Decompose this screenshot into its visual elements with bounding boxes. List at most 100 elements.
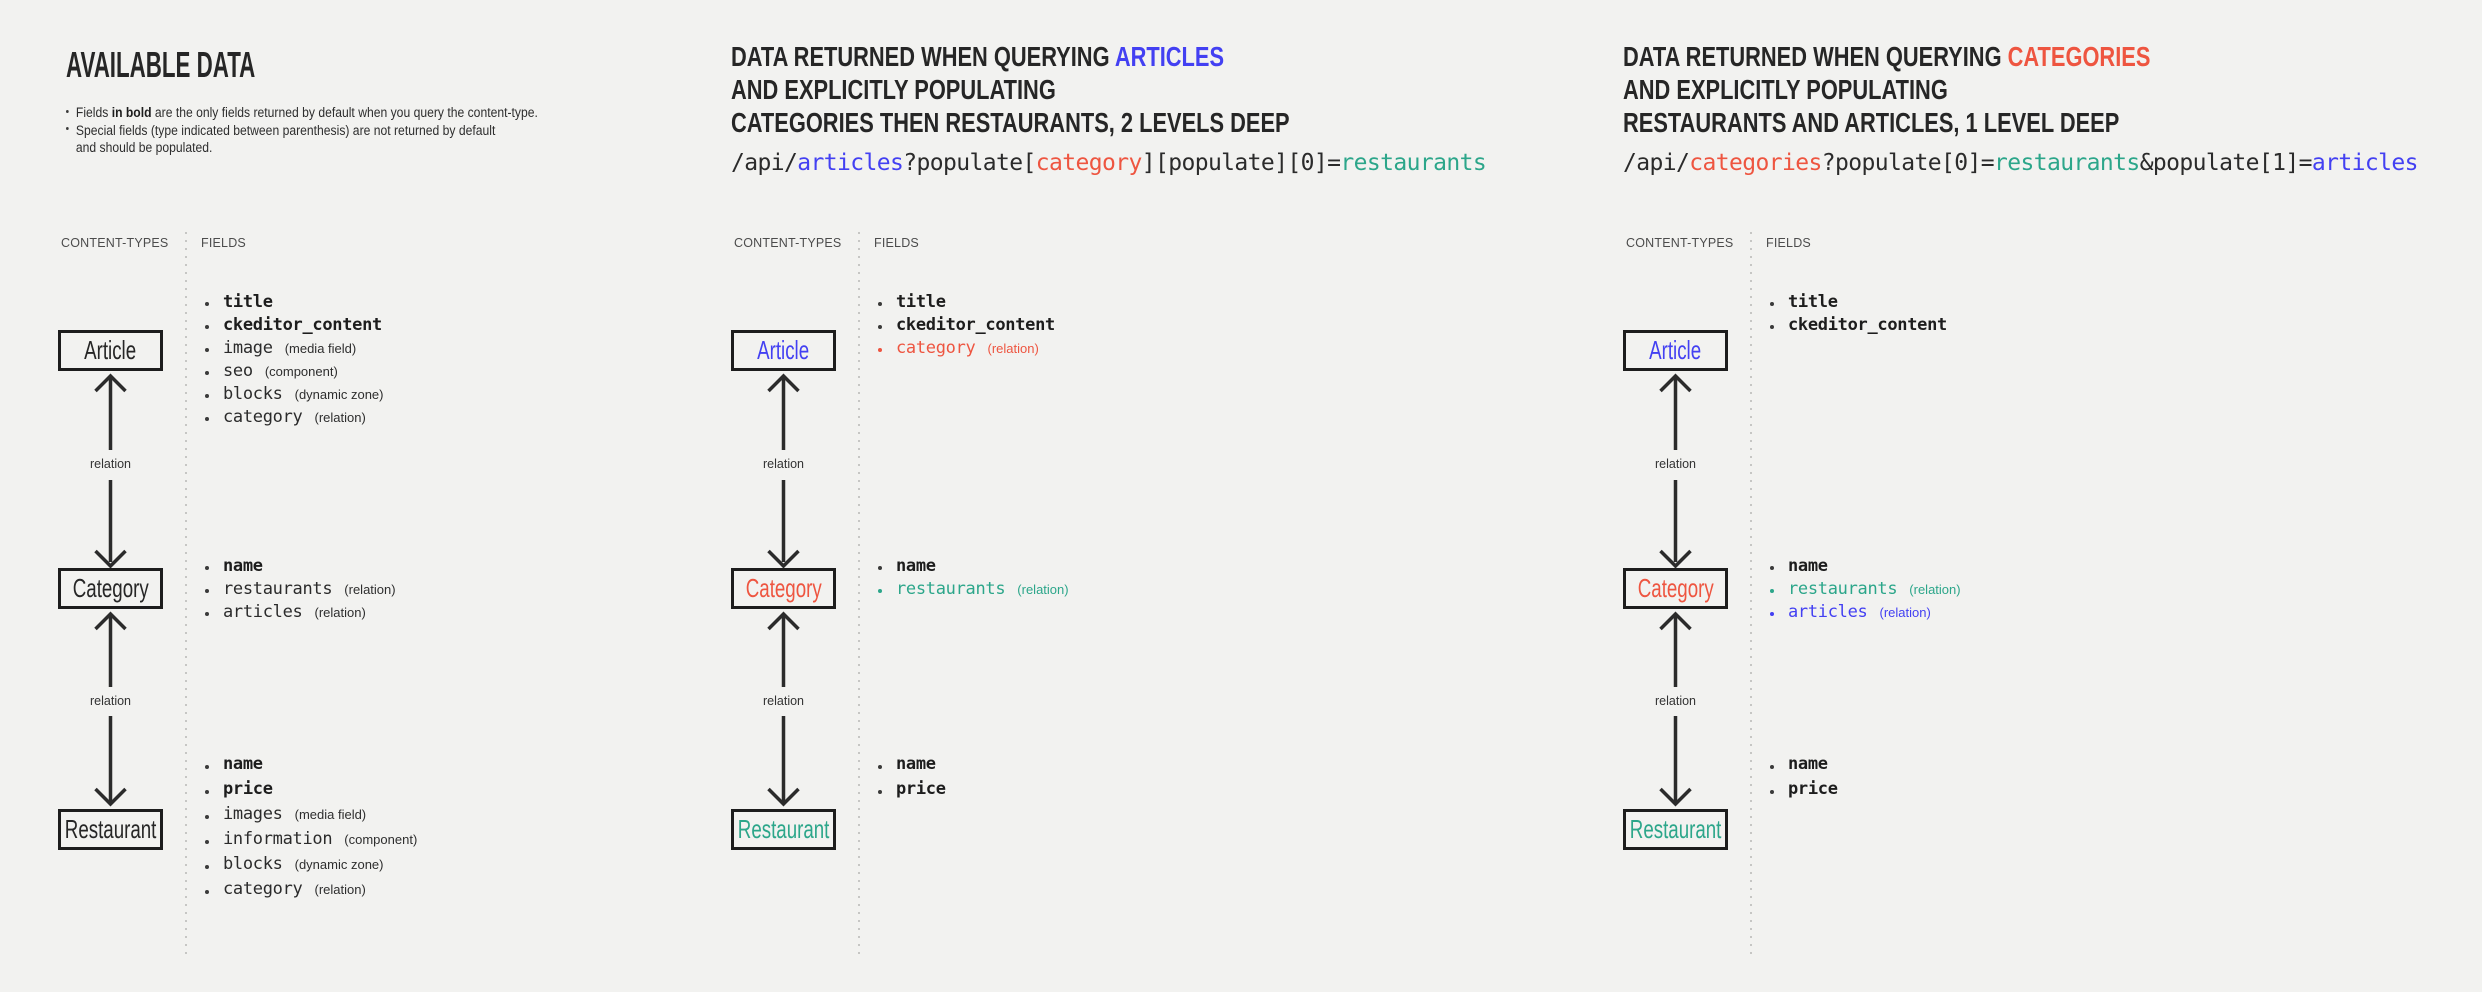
panel-title: AVAILABLE DATA xyxy=(66,45,371,85)
field-type-annotation: (media field) xyxy=(284,341,357,356)
content-type-box-category: Category xyxy=(731,568,836,609)
content-type-box-category: Category xyxy=(58,568,163,609)
field-item: name xyxy=(1770,754,1838,779)
note-segment: are the only fields returned by default … xyxy=(151,105,538,120)
field-item: seo(component) xyxy=(205,361,383,384)
field-item: category(relation) xyxy=(205,407,383,430)
field-item: name xyxy=(878,754,946,779)
bullet-dot xyxy=(205,347,209,352)
panel-title-line: DATA RETURNED WHEN QUERYING CATEGORIES xyxy=(1623,40,2150,73)
code-segment: ?populate[ xyxy=(903,150,1036,176)
column-divider xyxy=(185,232,187,958)
column-divider xyxy=(858,232,860,958)
field-item: name xyxy=(205,556,396,579)
field-type-annotation: (relation) xyxy=(1017,582,1069,597)
field-name: information xyxy=(223,829,333,849)
bullet-dot xyxy=(878,764,882,769)
bullet-dot xyxy=(205,839,209,844)
field-type-annotation: (relation) xyxy=(987,341,1039,356)
code-segment: category xyxy=(1035,150,1143,176)
relation-label: relation xyxy=(90,457,131,471)
field-item: ckeditor_content xyxy=(1770,315,1947,338)
bullet-dot xyxy=(878,565,882,570)
field-item: category(relation) xyxy=(205,879,417,904)
bullet-dot xyxy=(1770,588,1774,593)
bullet-dot xyxy=(878,588,882,593)
bullet-dot xyxy=(205,764,209,769)
content-type-box-category: Category xyxy=(1623,568,1728,609)
code-segment: restaurants xyxy=(1993,150,2140,176)
field-type-annotation: (relation) xyxy=(314,605,366,620)
field-type-annotation: (relation) xyxy=(314,410,366,425)
field-name: title xyxy=(1788,292,1838,312)
bullet-dot xyxy=(205,588,209,593)
content-type-box-article: Article xyxy=(731,330,836,371)
relation-arrows xyxy=(1659,373,1692,807)
code-segment: ?populate[0]= xyxy=(1821,150,1995,176)
bullet-dot xyxy=(205,864,209,869)
code-segment: &populate[1]= xyxy=(2139,150,2313,176)
content-types-column-header: CONTENT-TYPES xyxy=(1626,236,1734,250)
field-item: title xyxy=(1770,292,1947,315)
content-type-box-label: Category xyxy=(1637,573,1714,603)
fields-column-header: FIELDS xyxy=(1766,236,1811,250)
field-type-annotation: (dynamic zone) xyxy=(294,387,384,402)
field-name: restaurants xyxy=(896,579,1006,599)
note-line: Special fields (type indicated between p… xyxy=(66,122,538,140)
content-types-column-header: CONTENT-TYPES xyxy=(734,236,842,250)
field-type-annotation: (relation) xyxy=(344,582,396,597)
field-name: name xyxy=(223,556,263,576)
fields-list-restaurant: name price xyxy=(878,754,946,804)
field-name: price xyxy=(896,779,946,799)
field-name: name xyxy=(896,754,936,774)
note-segment: in bold xyxy=(111,105,152,120)
bullet-dot xyxy=(205,814,209,819)
code-segment: restaurants xyxy=(1340,150,1487,176)
field-item: information(component) xyxy=(205,829,417,854)
bullet-dot xyxy=(878,324,882,329)
content-type-box-label: Category xyxy=(72,573,149,603)
field-name: articles xyxy=(1788,602,1868,622)
note-segment: and should be populated. xyxy=(75,140,213,155)
bullet-dot xyxy=(205,611,209,616)
panel-title-segment: CATEGORIES xyxy=(2007,41,2151,72)
field-name: blocks xyxy=(223,384,283,404)
field-item: name xyxy=(205,754,417,779)
panel-title-segment: DATA RETURNED WHEN QUERYING xyxy=(731,41,1115,72)
panel-title-line: AND EXPLICITLY POPULATING xyxy=(1623,73,2150,106)
code-segment: articles xyxy=(797,150,904,176)
bullet-dot xyxy=(1770,301,1774,306)
field-name: restaurants xyxy=(1788,579,1898,599)
bullet-dot xyxy=(205,301,209,306)
field-item: price xyxy=(205,779,417,804)
content-type-box-restaurant: Restaurant xyxy=(731,809,836,850)
code-segment: /api/ xyxy=(731,150,798,176)
field-name: price xyxy=(1788,779,1838,799)
note-segment: Special fields (type indicated between p… xyxy=(75,122,496,138)
bullet-dot xyxy=(1770,611,1774,616)
column-divider xyxy=(1750,232,1752,958)
relation-label: relation xyxy=(1655,694,1696,708)
panel-title-segment: CATEGORIES THEN RESTAURANTS, 2 LEVELS DE… xyxy=(731,107,1290,138)
code-segment: categories xyxy=(1689,150,1822,176)
field-item: name xyxy=(1770,556,1961,579)
field-type-annotation: (relation) xyxy=(1879,605,1931,620)
field-name: name xyxy=(1788,556,1828,576)
field-item: blocks(dynamic zone) xyxy=(205,854,417,879)
fields-list-article: title ckeditor_content xyxy=(1770,292,1947,338)
content-type-box-restaurant: Restaurant xyxy=(58,809,163,850)
panel-title-line: AVAILABLE DATA xyxy=(66,45,255,85)
bullet-dot xyxy=(1770,565,1774,570)
panel-title-segment: DATA RETURNED WHEN QUERYING xyxy=(1623,41,2008,72)
panel-title-segment: AND EXPLICITLY POPULATING xyxy=(1623,74,1948,105)
panel-available-data: AVAILABLE DATA Fields in bold are the on… xyxy=(58,0,723,992)
field-name: ckeditor_content xyxy=(223,315,382,335)
field-item: restaurants (relation) xyxy=(878,579,1069,602)
field-item: ckeditor_content xyxy=(878,315,1055,338)
